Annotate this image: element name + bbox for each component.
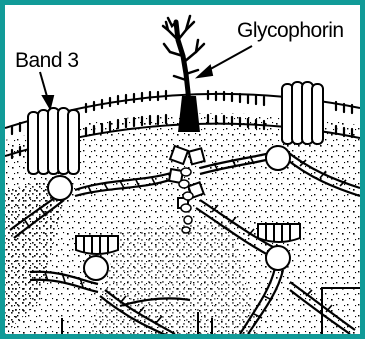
glycophorin-arrow: [198, 46, 252, 77]
band3-label: Band 3: [15, 49, 79, 73]
band3-protein-left: [28, 108, 79, 174]
band3-arrow: [40, 72, 53, 108]
glycophorin-label: Glycophorin: [237, 19, 344, 43]
band3-protein-right: [282, 82, 323, 144]
